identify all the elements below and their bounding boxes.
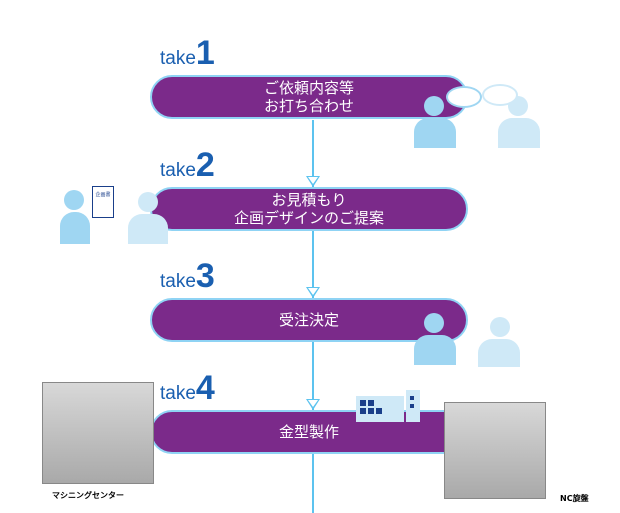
factory-icon	[356, 390, 426, 422]
take-word: take	[160, 383, 196, 404]
document-icon: 企画書	[92, 186, 114, 218]
step-text: 企画デザインのご提案	[233, 209, 384, 227]
nc-lathe-image	[444, 402, 546, 499]
take-number: 4	[195, 369, 215, 407]
take-number: 1	[195, 34, 215, 72]
take-word: take	[160, 160, 196, 181]
take-label-3: take3	[160, 259, 215, 293]
speech-bubble-icon	[482, 84, 518, 106]
step-text: お打ち合わせ	[263, 97, 354, 115]
document-label: 企画書	[95, 192, 111, 198]
arrow-down-icon	[306, 399, 320, 410]
step-1-pill: ご依頼内容等お打ち合わせ	[150, 75, 468, 119]
take-word: take	[160, 271, 196, 292]
take-label-1: take1	[160, 36, 215, 70]
step-3-pill: 受注決定	[150, 298, 468, 342]
nc-lathe-caption: NC旋盤	[560, 494, 589, 503]
step-text: お見積もり	[271, 191, 347, 209]
machining-center-caption: マシニングセンター	[52, 491, 124, 500]
speech-bubble-icon	[446, 86, 482, 108]
step-text: 金型製作	[278, 423, 339, 441]
step-text: 受注決定	[278, 311, 339, 329]
step-text: ご依頼内容等	[263, 79, 354, 97]
arrow-down-icon	[306, 287, 320, 298]
step-2-pill: お見積もり企画デザインのご提案	[150, 187, 468, 231]
take-label-2: take2	[160, 148, 215, 182]
take-number: 2	[195, 146, 215, 184]
machining-center-image	[42, 382, 154, 484]
arrow-down-icon	[306, 176, 320, 187]
take-number: 3	[195, 257, 215, 295]
take-label-4: take4	[160, 371, 215, 405]
take-word: take	[160, 48, 196, 69]
